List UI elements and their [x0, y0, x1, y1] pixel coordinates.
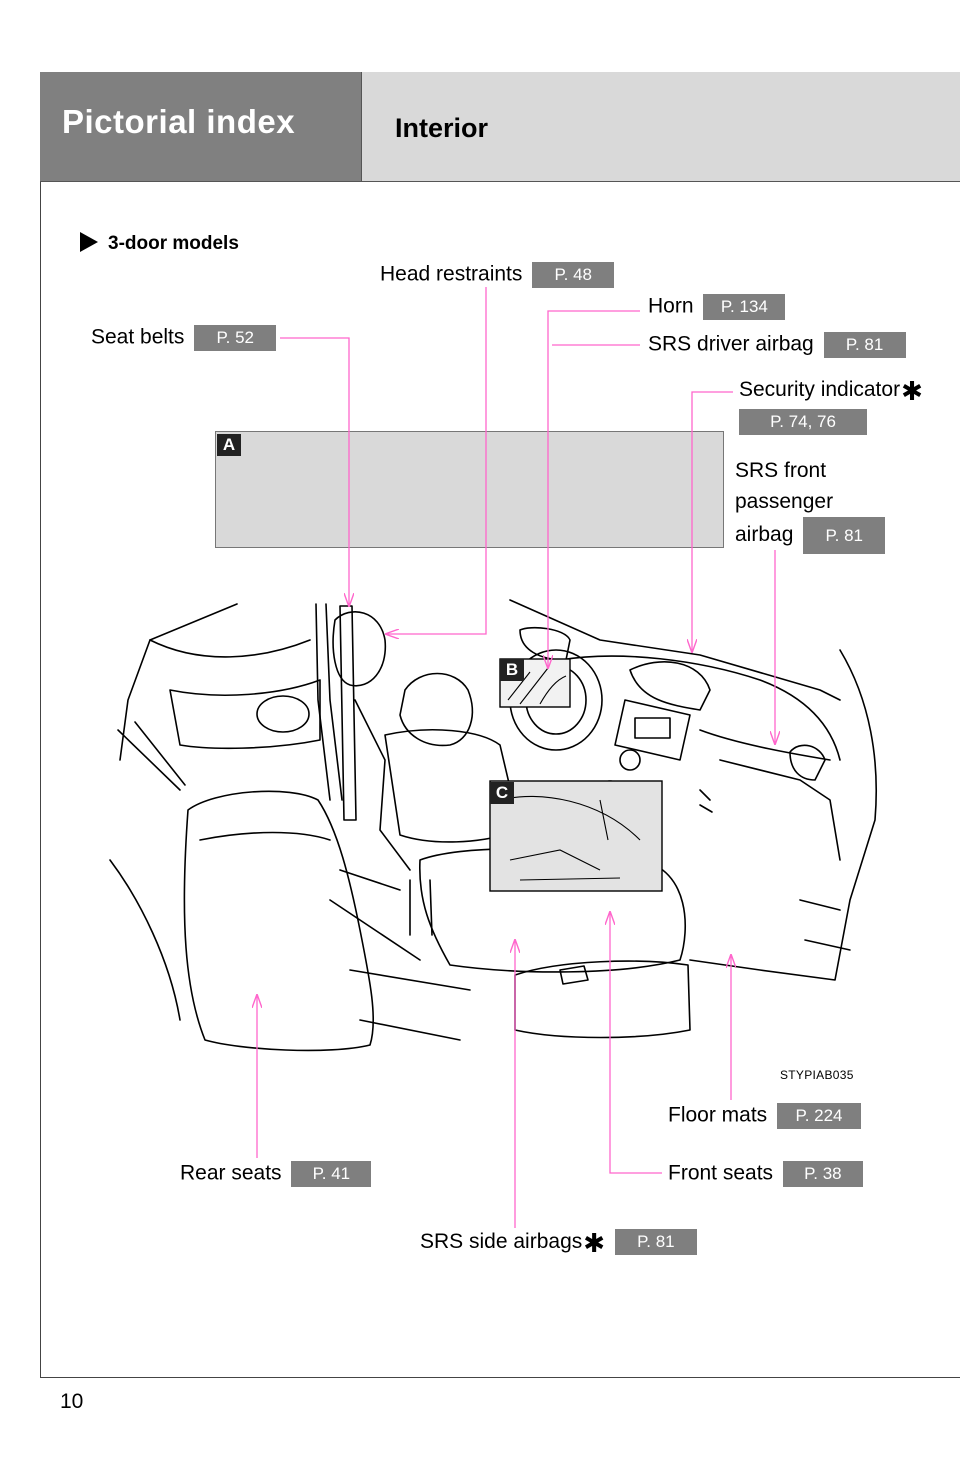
asterisk-icon: ✱: [583, 1228, 606, 1258]
label-floor-mats: Floor mats P. 224: [668, 1103, 862, 1129]
image-code: STYPIAB035: [780, 1068, 854, 1082]
label-rear-seats: Rear seats P. 41: [180, 1161, 372, 1187]
callout-tag-b: B: [500, 659, 524, 681]
header-dark-panel: [40, 72, 362, 182]
label-text: Horn: [648, 294, 694, 318]
page-ref-badge[interactable]: P. 52: [194, 325, 277, 351]
label-text: SRS side airbags: [420, 1230, 583, 1253]
label-text: Floor mats: [668, 1103, 768, 1127]
label-horn: Horn P. 134: [648, 294, 786, 320]
label-head-restraints: Head restraints P. 48: [380, 262, 615, 288]
label-text: airbag: [735, 523, 794, 547]
label-seat-belts: Seat belts P. 52: [91, 325, 277, 351]
label-srs-front-passenger-airbag: SRS front passenger airbag P. 81: [735, 455, 886, 554]
page-ref-badge[interactable]: P. 74, 76: [739, 409, 867, 435]
label-text: SRS driver airbag: [648, 332, 814, 356]
leader-head-restraints: [386, 287, 487, 634]
label-text: passenger: [735, 490, 834, 513]
page-ref-badge[interactable]: P. 81: [823, 332, 906, 358]
label-text: Front seats: [668, 1161, 774, 1185]
page-ref-badge[interactable]: P. 81: [614, 1229, 697, 1256]
label-srs-side-airbags: SRS side airbags✱ P. 81: [420, 1228, 697, 1259]
leader-security-indicator: [692, 391, 733, 652]
leader-front-seats: [610, 912, 662, 1174]
callout-box-a[interactable]: [215, 431, 724, 548]
label-srs-driver-airbag: SRS driver airbag P. 81: [648, 332, 906, 358]
page-ref-badge[interactable]: P. 224: [777, 1103, 862, 1129]
page-title: Pictorial index: [62, 103, 296, 140]
page-ref-badge[interactable]: P. 41: [291, 1161, 372, 1187]
section-heading: 3-door models: [80, 232, 239, 255]
header-light-panel: [362, 72, 960, 182]
leader-seat-belts: [280, 337, 349, 606]
callout-tag-a: A: [217, 434, 241, 456]
page-ref-badge[interactable]: P. 134: [703, 294, 786, 320]
page-ref-badge[interactable]: P. 48: [532, 262, 615, 288]
page-ref-badge[interactable]: P. 81: [803, 517, 886, 554]
label-text: Seat belts: [91, 325, 185, 349]
callout-tag-c: C: [490, 782, 514, 804]
asterisk-icon: ✱: [901, 376, 923, 406]
label-text: SRS front: [735, 459, 827, 482]
leader-lines: [257, 287, 775, 1228]
label-front-seats: Front seats P. 38: [668, 1161, 863, 1187]
page-ref-badge[interactable]: P. 38: [782, 1161, 863, 1187]
label-text: Rear seats: [180, 1161, 282, 1185]
label-security-indicator-ref: P. 74, 76: [739, 409, 867, 435]
page-subtitle: Interior: [395, 113, 489, 143]
leader-horn: [548, 310, 640, 668]
triangle-bullet-icon: [80, 232, 98, 252]
page-number: 10: [60, 1390, 84, 1413]
label-text: Head restraints: [380, 262, 523, 286]
label-security-indicator: Security indicator✱: [739, 376, 923, 407]
label-text: Security indicator: [739, 378, 901, 401]
section-title: 3-door models: [108, 233, 239, 254]
callout-box-c[interactable]: [489, 780, 663, 892]
